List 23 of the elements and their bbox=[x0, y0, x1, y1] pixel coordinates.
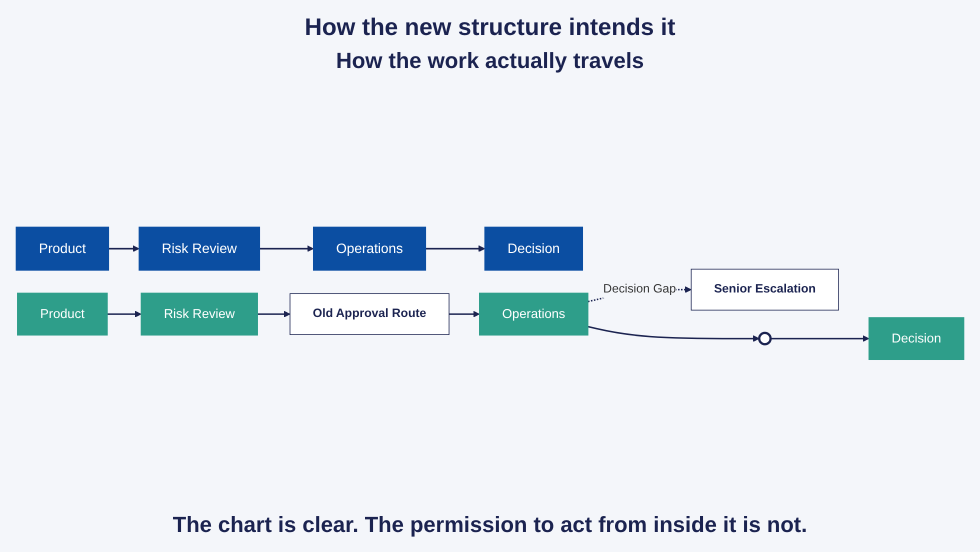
arrow bbox=[260, 245, 314, 252]
node-circle bbox=[758, 331, 772, 346]
arrow bbox=[426, 245, 486, 252]
node-box: Senior Escalation bbox=[690, 268, 839, 310]
arrow bbox=[449, 310, 480, 318]
arrow bbox=[588, 326, 760, 342]
node-box: Old Approval Route bbox=[290, 292, 450, 335]
arrow bbox=[770, 334, 870, 342]
edge-label: Decision Gap bbox=[603, 282, 676, 296]
node-box: Operations bbox=[479, 292, 588, 336]
node-box: Decision bbox=[868, 316, 964, 360]
node-box: Product bbox=[16, 226, 110, 270]
node-box: Operations bbox=[313, 226, 426, 270]
node-box: Risk Review bbox=[140, 292, 258, 336]
caption: The chart is clear. The permission to act from inside it is not. bbox=[172, 512, 808, 538]
diagram-title: How the new structure intends it bbox=[304, 14, 676, 42]
node-box: Risk Review bbox=[138, 226, 260, 270]
section-heading: How the work actually travels bbox=[336, 48, 644, 74]
arrow bbox=[107, 310, 142, 318]
node-box: Decision bbox=[484, 226, 584, 270]
arrow bbox=[108, 245, 140, 252]
node-box: Product bbox=[17, 292, 108, 336]
arrow bbox=[258, 310, 290, 318]
